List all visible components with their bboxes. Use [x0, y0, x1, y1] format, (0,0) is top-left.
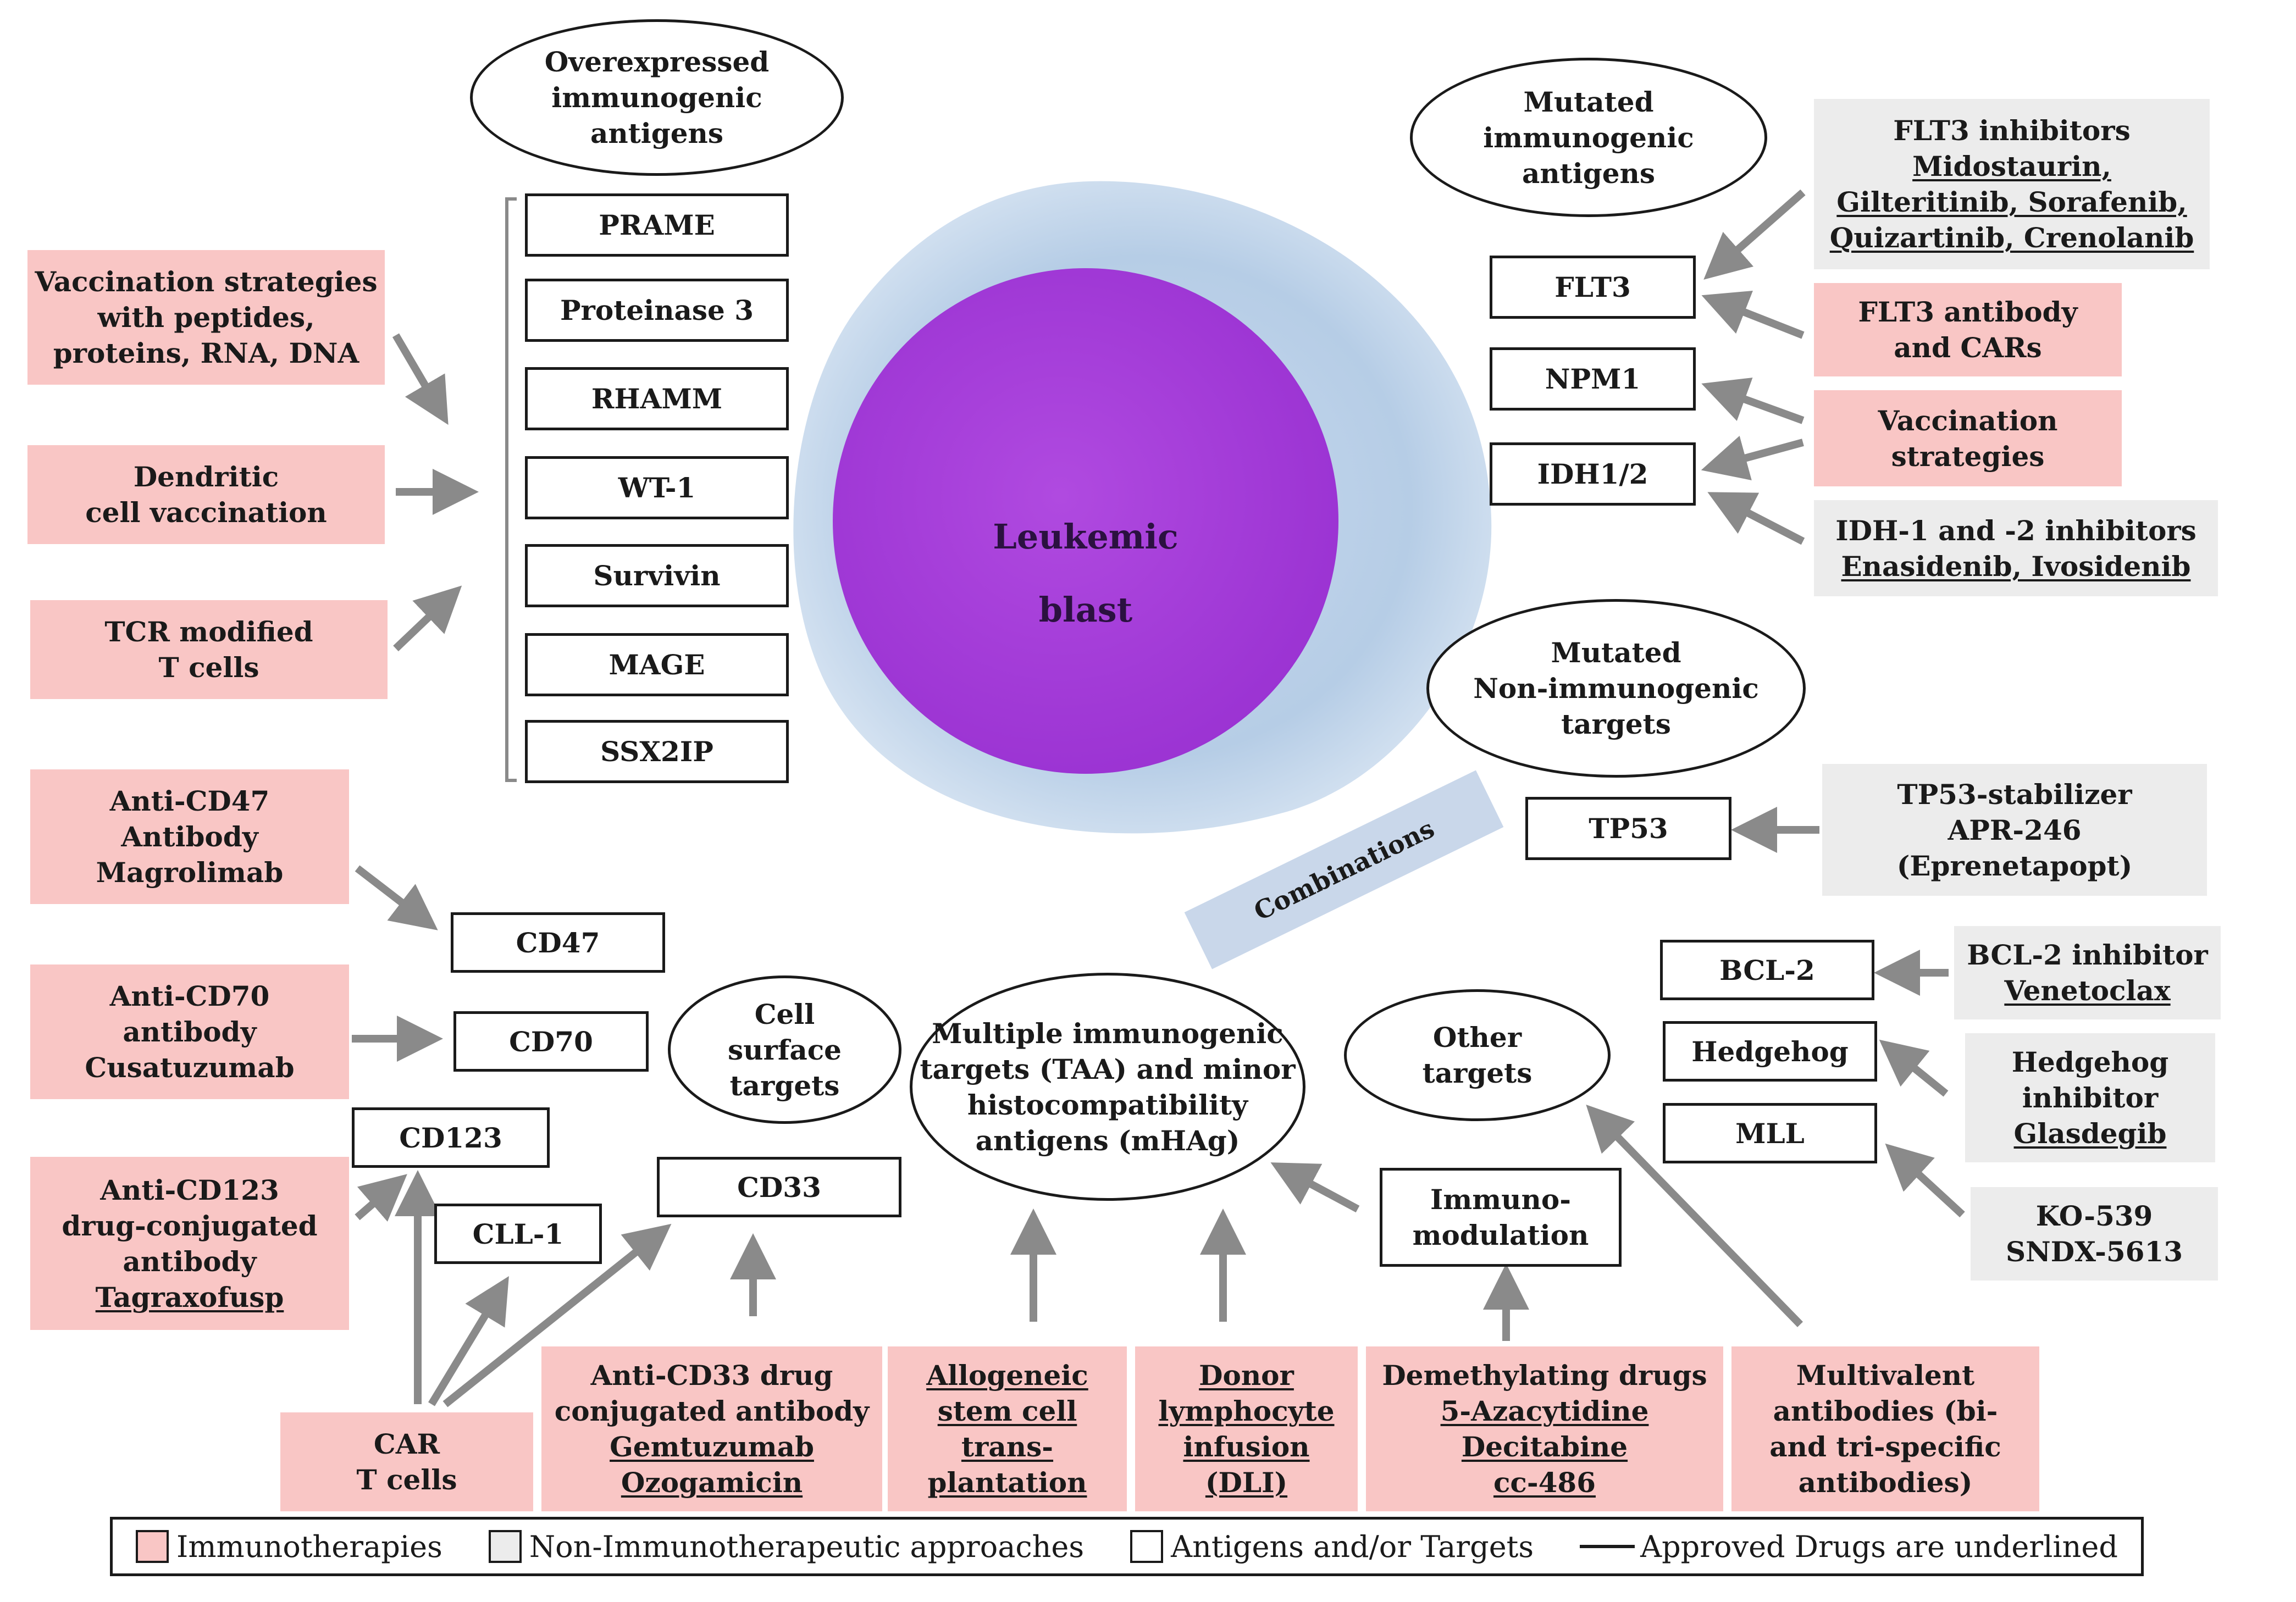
antigen-rhamm: RHAMM [525, 367, 789, 430]
arrow-immunomod [1270, 1162, 1360, 1213]
therapy-vaccination-strategies-right: Vaccination strategies [1814, 390, 2122, 486]
arrow-tcr [393, 585, 462, 652]
arrow-multivalent [1586, 1104, 1803, 1327]
therapy-vaccination-strategies: Vaccination strategies with peptides, pr… [27, 250, 385, 385]
legend-antigens-targets: Antigens and/or Targets [1130, 1529, 1534, 1564]
target-cd70: CD70 [453, 1011, 649, 1072]
therapy-anti-cd33: Anti-CD33 drug conjugated antibody Gemtu… [541, 1346, 882, 1511]
therapy-anti-cd47: Anti-CD47 Antibody Magrolimab [30, 769, 349, 904]
arrow-vaccination [392, 333, 449, 425]
oval-mutated-immunogenic: Mutated immunogenic antigens [1410, 58, 1767, 217]
therapy-multivalent-antibodies: Multivalent antibodies (bi- and tri-spec… [1731, 1346, 2039, 1511]
therapy-idh-inhibitors: IDH-1 and -2 inhibitors Enasidenib, Ivos… [1814, 500, 2218, 596]
oval-cell-surface-targets: Cell surface targets [668, 975, 901, 1124]
target-cd33: CD33 [657, 1157, 901, 1217]
antigen-npm1: NPM1 [1490, 347, 1696, 411]
arrow-flt3-inhib [1703, 189, 1806, 280]
antigen-bracket [505, 197, 517, 782]
therapy-flt3-inhibitors: FLT3 inhibitors Midostaurin, Gilteritini… [1814, 99, 2210, 269]
target-cd123: CD123 [352, 1107, 550, 1168]
arrow-cd123-ab [355, 1174, 407, 1222]
antigen-mage: MAGE [525, 633, 789, 696]
legend-non-immunotherapeutic: Non-Immunotherapeutic approaches [488, 1529, 1084, 1564]
therapy-tcr-modified-t-cells: TCR modified T cells [30, 600, 388, 699]
therapy-allogeneic-sct: Allogeneic stem cell trans- plantation [888, 1346, 1127, 1511]
therapy-dendritic-cell-vaccination: Dendritic cell vaccination [27, 445, 385, 544]
therapy-anti-cd70: Anti-CD70 antibody Cusatuzumab [30, 964, 349, 1099]
antigen-survivin: Survivin [525, 544, 789, 607]
leukemic-blast-label: Leukemic blast [993, 517, 1179, 630]
target-hedgehog: Hedgehog [1663, 1021, 1877, 1082]
legend-swatch-pink [136, 1530, 169, 1563]
therapy-tp53-stabilizer: TP53-stabilizer APR-246 (Eprenetapopt) [1822, 764, 2207, 896]
oval-mutated-non-immunogenic: Mutated Non-immunogenic targets [1426, 599, 1806, 778]
target-bcl2: BCL-2 [1660, 940, 1874, 1000]
arrow-car-cll1 [428, 1276, 509, 1406]
cell-nucleus [833, 268, 1338, 774]
drug-tagraxofusp: Tagraxofusp [95, 1281, 284, 1313]
target-mll: MLL [1663, 1103, 1877, 1163]
arrow-ko [1885, 1143, 1965, 1218]
legend-immunotherapies: Immunotherapies [136, 1529, 442, 1564]
antigen-flt3: FLT3 [1490, 256, 1696, 319]
legend-approved-drugs: Approved Drugs are underlined [1580, 1529, 2118, 1564]
legend: Immunotherapies Non-Immunotherapeutic ap… [110, 1517, 2144, 1576]
therapy-donor-lymphocyte-infusion: Donor lymphocyte infusion (DLI) [1135, 1346, 1358, 1511]
therapy-hedgehog-inhibitor: Hedgehog inhibitor Glasdegib [1965, 1033, 2215, 1162]
arrow-car-cd33 [442, 1223, 672, 1407]
arrow-idh-inhib [1707, 492, 1805, 545]
legend-underline-mark [1580, 1545, 1635, 1548]
therapy-demethylating-drugs: Demethylating drugs 5-Azacytidine Decita… [1366, 1346, 1723, 1511]
arrow-cd47 [355, 865, 438, 930]
legend-swatch-white [1130, 1530, 1164, 1563]
antigen-idh12: IDH1/2 [1490, 442, 1696, 506]
arrow-flt3-ab [1701, 291, 1805, 339]
antigen-prame: PRAME [525, 193, 789, 257]
antigen-tp53: TP53 [1525, 797, 1731, 860]
therapy-anti-cd123: Anti-CD123 drug-conjugated antibody Tagr… [30, 1157, 349, 1330]
antigen-proteinase-3: Proteinase 3 [525, 279, 789, 342]
therapy-car-t-cells: CAR T cells [280, 1412, 533, 1511]
antigen-ssx2ip: SSX2IP [525, 720, 789, 783]
target-cll1: CLL-1 [434, 1204, 602, 1264]
arrow-hh [1879, 1039, 1949, 1097]
target-immunomodulation: Immuno- modulation [1380, 1168, 1622, 1267]
antigen-wt1: WT-1 [525, 456, 789, 519]
oval-overexpressed-antigens: Overexpressed immunogenic antigens [470, 19, 844, 176]
target-cd47: CD47 [451, 912, 665, 973]
oval-other-targets: Other targets [1344, 989, 1611, 1121]
arrow-vacc-idh [1701, 435, 1804, 480]
therapy-flt3-antibody-cars: FLT3 antibody and CARs [1814, 283, 2122, 376]
therapy-bcl2-inhibitor: BCL-2 inhibitor Venetoclax [1954, 926, 2221, 1019]
oval-multiple-immunogenic-targets: Multiple immunogenic targets (TAA) and m… [910, 973, 1305, 1201]
legend-swatch-grey [488, 1530, 522, 1563]
arrow-vacc-npm1 [1701, 378, 1805, 424]
therapy-menin-inhibitors: KO-539 SNDX-5613 [1971, 1187, 2218, 1281]
